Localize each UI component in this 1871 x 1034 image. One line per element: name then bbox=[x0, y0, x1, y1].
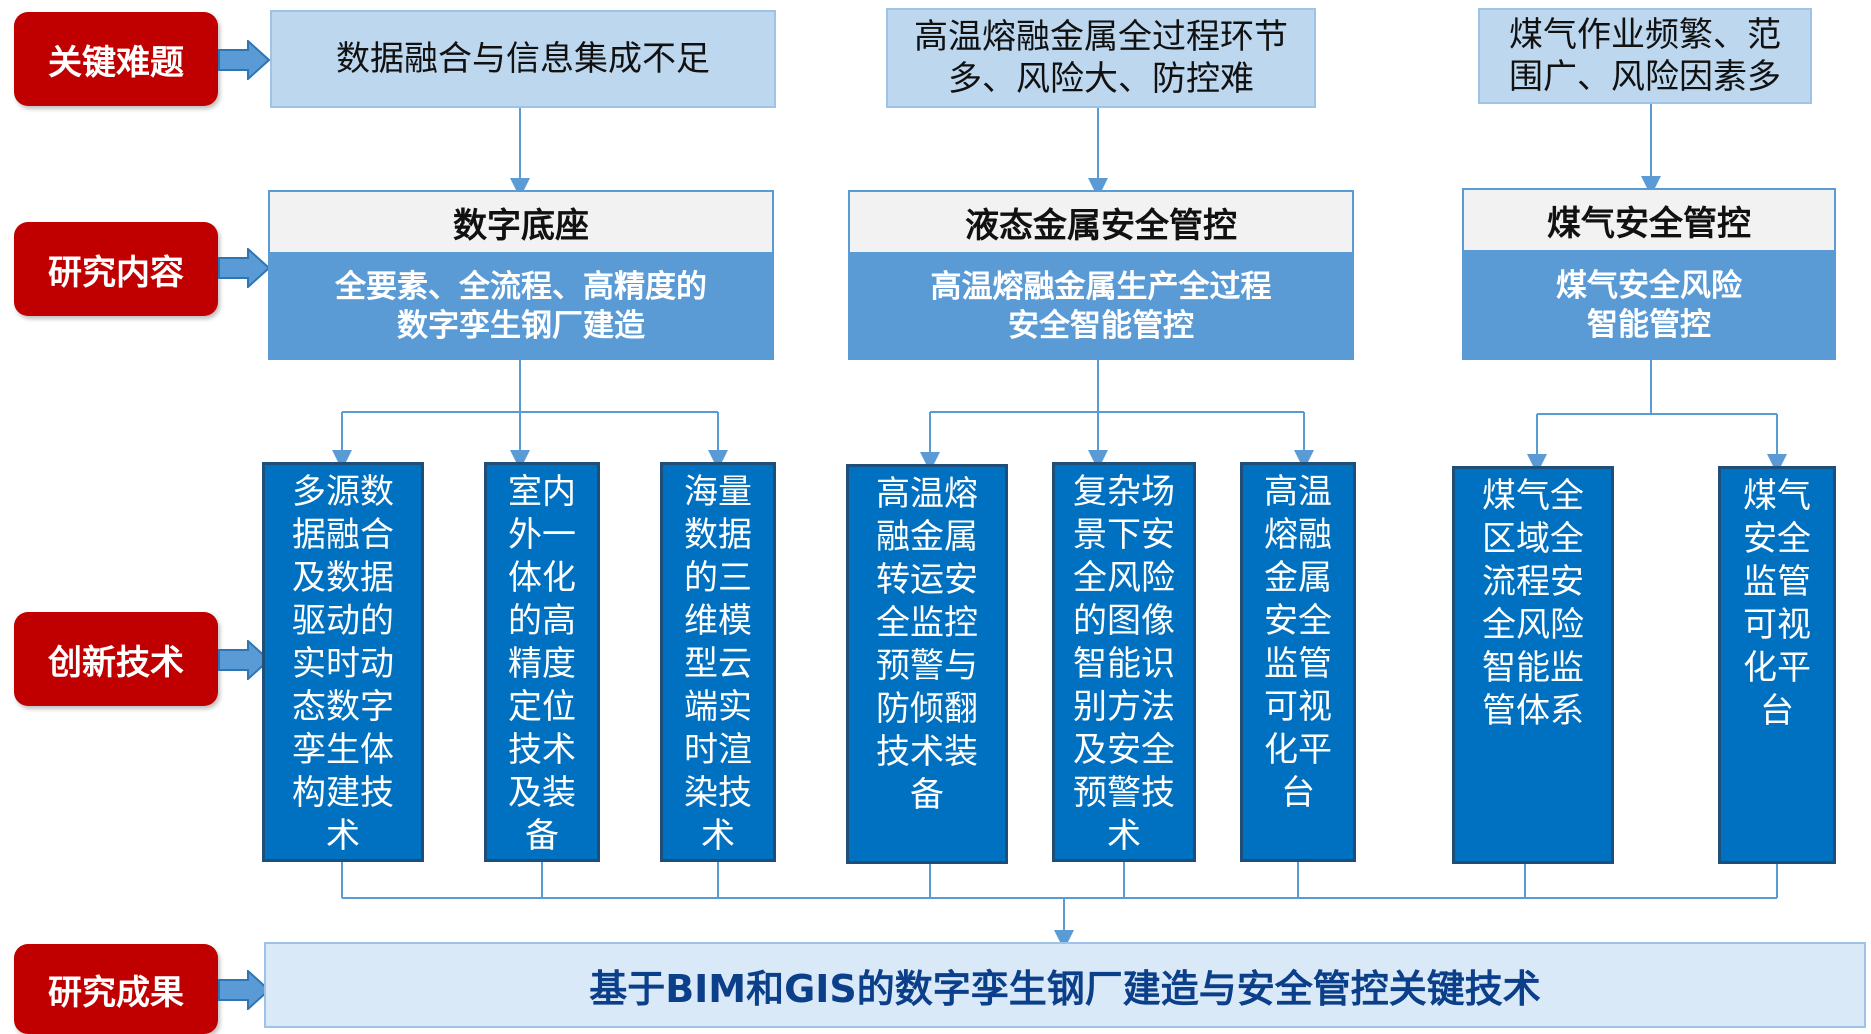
tech-text-line: 监管 bbox=[1743, 562, 1811, 602]
tech-text-line: 的图像 bbox=[1073, 601, 1175, 641]
tech-box-5: 复杂场景下安全风险 的图像智能识别方法 及安全预警技术 bbox=[1052, 462, 1196, 862]
tech-text-line: 及数据 bbox=[292, 558, 394, 598]
tech-text-line: 术 bbox=[326, 816, 360, 856]
tech-text-line: 转运安 bbox=[876, 560, 978, 600]
tech-box-2: 室内外一体化 的高精度定位 技术及装备 bbox=[484, 462, 600, 862]
tech-text-line: 的三 bbox=[684, 558, 752, 598]
row-label-key-problems: 关键难题 bbox=[14, 12, 218, 106]
tech-text-line: 构建技 bbox=[292, 773, 394, 813]
tech-text-line: 全风险 bbox=[1073, 558, 1175, 598]
content-box-digital-base: 数字底座 全要素、全流程、高精度的 数字孪生钢厂建造 bbox=[268, 190, 774, 360]
tech-text-line: 及安全 bbox=[1073, 730, 1175, 770]
tech-text-line: 精度 bbox=[508, 644, 576, 684]
tech-text-line: 外一 bbox=[508, 515, 576, 555]
tech-text-line: 智能识 bbox=[1073, 644, 1175, 684]
tech-text-line: 景下安 bbox=[1073, 515, 1175, 555]
tech-text-line: 数据 bbox=[684, 515, 752, 555]
tech-text-line: 化平 bbox=[1264, 730, 1332, 770]
tech-text-line: 备 bbox=[910, 775, 944, 815]
content-box-gas-safety: 煤气安全管控 煤气安全风险 智能管控 bbox=[1462, 188, 1836, 360]
tech-text-line: 流程安 bbox=[1482, 562, 1584, 602]
problem-text: 煤气作业频繁、范 bbox=[1509, 15, 1781, 55]
tech-text-line: 体化 bbox=[508, 558, 576, 598]
tech-text-line: 安全 bbox=[1264, 601, 1332, 641]
tech-text-line: 多源数 bbox=[292, 472, 394, 512]
tech-text-line: 备 bbox=[525, 816, 559, 856]
tech-text-line: 海量 bbox=[684, 472, 752, 512]
tech-text-line: 别方法 bbox=[1073, 687, 1175, 727]
row-label-innovation: 创新技术 bbox=[14, 612, 218, 706]
tech-text-line: 实时动 bbox=[292, 644, 394, 684]
tech-box-6: 高温熔融金属 安全监管可视 化平台 bbox=[1240, 462, 1356, 862]
tech-text-line: 技术装 bbox=[876, 732, 978, 772]
tech-text-line: 驱动的 bbox=[292, 601, 394, 641]
tech-text-line: 台 bbox=[1760, 691, 1794, 731]
tech-box-8: 煤气安全监管 可视化平台 bbox=[1718, 466, 1836, 864]
tech-text-line: 定位 bbox=[508, 687, 576, 727]
tech-text-line: 技术 bbox=[508, 730, 576, 770]
row-arrow-icon bbox=[218, 970, 270, 1010]
tech-text-line: 的高 bbox=[508, 601, 576, 641]
content-description: 全要素、全流程、高精度的 数字孪生钢厂建造 bbox=[270, 254, 772, 360]
tech-text-line: 煤气全 bbox=[1482, 476, 1584, 516]
tech-text-line: 监管 bbox=[1264, 644, 1332, 684]
content-title: 数字底座 bbox=[270, 192, 772, 254]
tech-box-1: 多源数据融合及数据 驱动的实时动态数字 孪生体构建技术 bbox=[262, 462, 424, 862]
tech-text-line: 术 bbox=[701, 816, 735, 856]
row-label-results: 研究成果 bbox=[14, 944, 218, 1034]
tech-text-line: 预警与 bbox=[876, 646, 978, 686]
tech-text-line: 防倾翻 bbox=[876, 689, 978, 729]
tech-text-line: 智能监 bbox=[1482, 648, 1584, 688]
content-title: 煤气安全管控 bbox=[1464, 190, 1834, 252]
problem-text: 高温熔融金属全过程环节 bbox=[914, 17, 1288, 57]
problem-text: 多、风险大、防控难 bbox=[948, 59, 1254, 99]
problem-text: 围广、风险因素多 bbox=[1509, 57, 1781, 97]
result-box: 基于BIM和GIS的数字孪生钢厂建造与安全管控关键技术 bbox=[264, 942, 1866, 1028]
problem-box-data-fusion: 数据融合与信息集成不足 bbox=[270, 10, 776, 108]
tech-text-line: 可视 bbox=[1264, 687, 1332, 727]
tech-text-line: 可视 bbox=[1743, 605, 1811, 645]
tech-text-line: 安全 bbox=[1743, 519, 1811, 559]
tech-text-line: 高温熔 bbox=[876, 474, 978, 514]
tech-text-line: 染技 bbox=[684, 773, 752, 813]
tech-text-line: 熔融 bbox=[1264, 515, 1332, 555]
content-description: 高温熔融金属生产全过程 安全智能管控 bbox=[850, 254, 1352, 360]
tech-text-line: 全风险 bbox=[1482, 605, 1584, 645]
problem-box-gas-operations: 煤气作业频繁、范 围广、风险因素多 bbox=[1478, 8, 1812, 104]
tech-text-line: 术 bbox=[1107, 816, 1141, 856]
problem-text: 数据融合与信息集成不足 bbox=[336, 39, 710, 79]
row-arrow-icon bbox=[218, 40, 270, 80]
tech-text-line: 型云 bbox=[684, 644, 752, 684]
row-label-research-content: 研究内容 bbox=[14, 222, 218, 316]
tech-text-line: 复杂场 bbox=[1073, 472, 1175, 512]
row-arrow-icon bbox=[218, 248, 270, 288]
tech-text-line: 台 bbox=[1281, 773, 1315, 813]
tech-box-7: 煤气全区域全流程安 全风险智能监管体系 bbox=[1452, 466, 1614, 864]
tech-text-line: 高温 bbox=[1264, 472, 1332, 512]
tech-text-line: 化平 bbox=[1743, 648, 1811, 688]
problem-box-molten-metal: 高温熔融金属全过程环节 多、风险大、防控难 bbox=[886, 8, 1316, 108]
tech-text-line: 孪生体 bbox=[292, 730, 394, 770]
tech-text-line: 维模 bbox=[684, 601, 752, 641]
tech-text-line: 据融合 bbox=[292, 515, 394, 555]
tech-text-line: 煤气 bbox=[1743, 476, 1811, 516]
tech-text-line: 及装 bbox=[508, 773, 576, 813]
tech-text-line: 室内 bbox=[508, 472, 576, 512]
tech-text-line: 金属 bbox=[1264, 558, 1332, 598]
tech-box-4: 高温熔融金属转运安 全监控预警与防倾翻 技术装备 bbox=[846, 464, 1008, 864]
tech-text-line: 融金属 bbox=[876, 517, 978, 557]
tech-text-line: 预警技 bbox=[1073, 773, 1175, 813]
tech-text-line: 时渲 bbox=[684, 730, 752, 770]
tech-text-line: 端实 bbox=[684, 687, 752, 727]
content-box-liquid-metal-safety: 液态金属安全管控 高温熔融金属生产全过程 安全智能管控 bbox=[848, 190, 1354, 360]
tech-text-line: 态数字 bbox=[292, 687, 394, 727]
tech-text-line: 管体系 bbox=[1482, 691, 1584, 731]
tech-box-3: 海量数据的三 维模型云端实 时渲染技术 bbox=[660, 462, 776, 862]
tech-text-line: 全监控 bbox=[876, 603, 978, 643]
row-arrow-icon bbox=[218, 640, 270, 680]
content-title: 液态金属安全管控 bbox=[850, 192, 1352, 254]
tech-text-line: 区域全 bbox=[1482, 519, 1584, 559]
content-description: 煤气安全风险 智能管控 bbox=[1464, 252, 1834, 360]
